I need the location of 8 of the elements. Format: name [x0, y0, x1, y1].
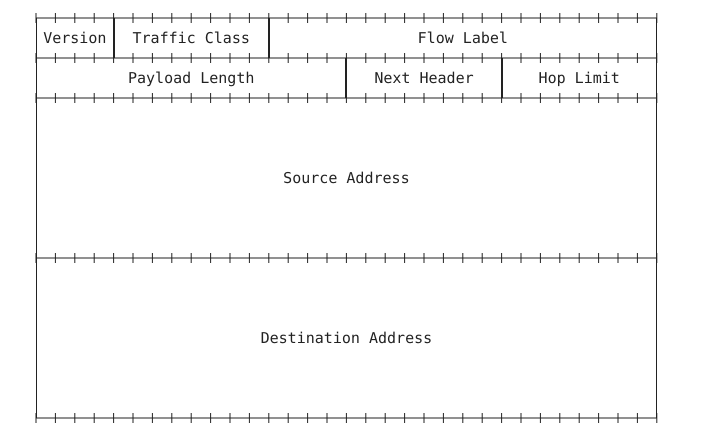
header-field	[114, 18, 269, 58]
header-field	[346, 58, 502, 98]
header-field	[36, 98, 657, 258]
header-field	[502, 58, 657, 98]
header-field	[36, 258, 657, 418]
header-field	[36, 18, 114, 58]
header-field	[36, 58, 346, 98]
header-field	[268, 18, 657, 58]
